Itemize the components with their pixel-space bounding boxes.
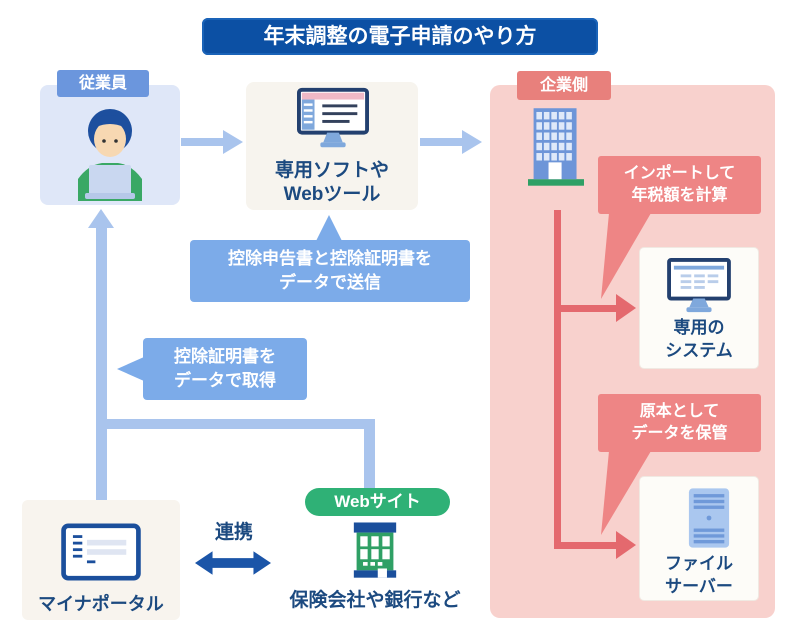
website-flow-line-horizontal xyxy=(96,419,375,429)
arrow-employee-to-software-icon xyxy=(181,130,243,154)
software-label: 専用ソフトや Webツール xyxy=(274,160,389,205)
callout-get: 控除証明書を データで取得 xyxy=(143,338,307,400)
callout-send-tail xyxy=(316,215,342,241)
arrowhead-to-server-icon xyxy=(616,531,636,559)
flow-branch-to-server xyxy=(554,542,618,549)
portal-flow-line xyxy=(96,227,107,500)
server-icon xyxy=(688,488,730,548)
software-monitor-icon xyxy=(297,87,369,148)
callout-send: 控除申告書と控除証明書を データで送信 xyxy=(190,240,470,302)
system-monitor-icon xyxy=(667,258,731,313)
person-icon xyxy=(78,109,142,201)
bank-building-icon xyxy=(353,522,397,578)
company-flow-line xyxy=(554,210,561,548)
insurance-bank-label: 保険会社や銀行など xyxy=(289,590,461,611)
link-label: 連携 xyxy=(214,522,253,543)
file-server-label: ファイル サーバー xyxy=(665,554,733,596)
callout-import-tail xyxy=(601,213,651,299)
page-title: 年末調整の電子申請のやり方 xyxy=(202,18,598,55)
arrow-software-to-company-icon xyxy=(420,130,482,154)
callout-original-tail xyxy=(601,451,651,535)
employee-badge: 従業員 xyxy=(57,70,149,97)
callout-original: 原本として データを保管 xyxy=(598,394,761,452)
dedicated-system-label: 専用の システム xyxy=(665,318,733,360)
double-arrow-icon xyxy=(195,551,271,575)
callout-import: インポートして 年税額を計算 xyxy=(598,156,761,214)
arrowhead-to-system-icon xyxy=(616,294,636,322)
arrowhead-to-employee-icon xyxy=(88,209,114,228)
website-badge: Webサイト xyxy=(305,488,450,516)
myna-portal-label: マイナポータル xyxy=(38,594,164,614)
portal-icon xyxy=(61,523,141,581)
company-badge: 企業側 xyxy=(517,71,611,100)
flow-branch-to-system xyxy=(554,305,618,312)
callout-get-tail xyxy=(117,357,144,381)
office-building-icon xyxy=(528,108,584,186)
website-flow-line-vertical xyxy=(364,419,375,491)
